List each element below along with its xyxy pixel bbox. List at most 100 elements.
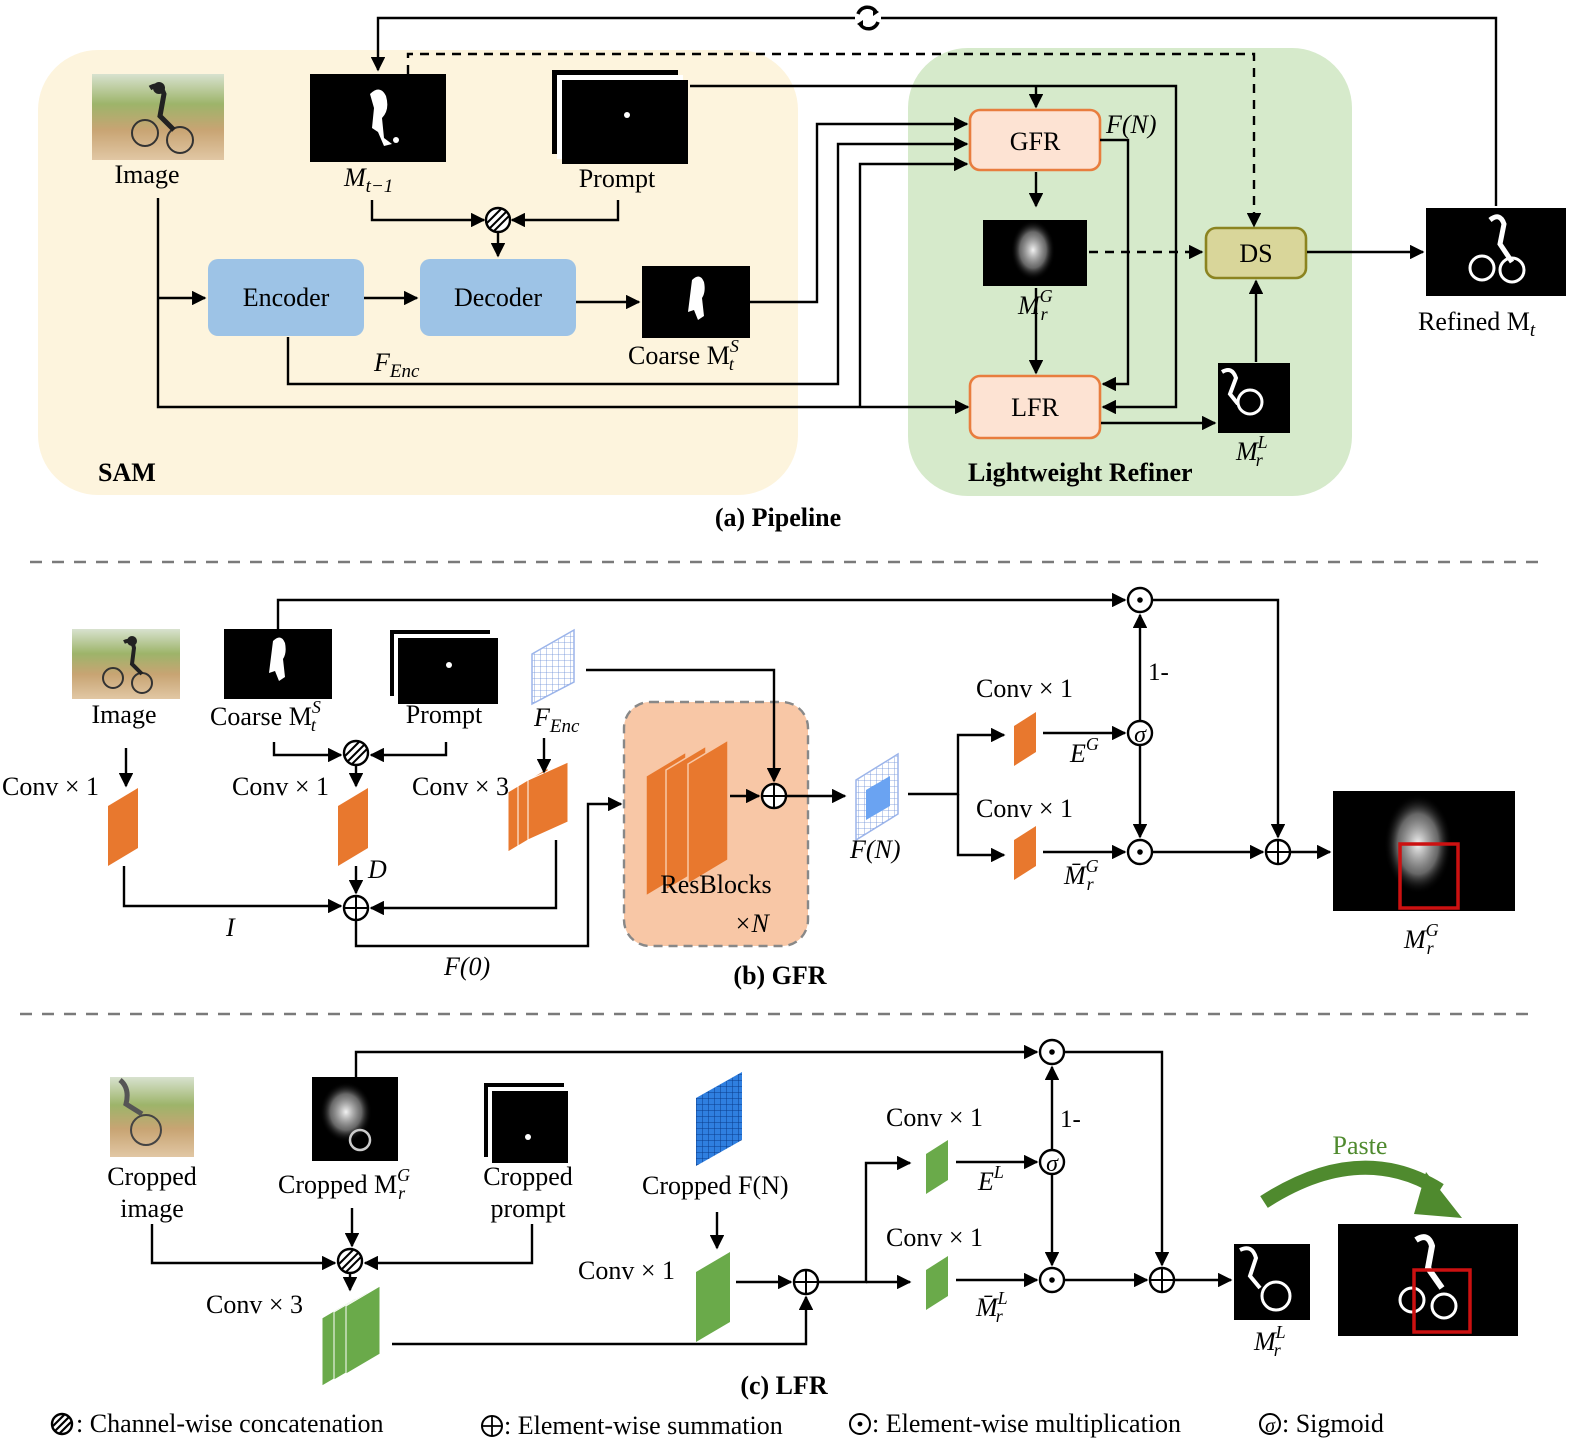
gfr-fn-label: F(N) (849, 835, 901, 864)
gfr-f0-label: F(0) (443, 952, 490, 981)
refined-mask-thumbnail (1426, 208, 1566, 296)
gfr-eg-label: EG (1069, 734, 1099, 768)
lfr-cropped-image-line2: image (120, 1194, 184, 1223)
gfr-conv1b-label: Conv × 1 (232, 772, 329, 801)
decoder-block (420, 259, 576, 336)
svg-text:σ: σ (1046, 1151, 1059, 1177)
gfr-image-label: Image (92, 700, 157, 729)
legend-sum-text: : Element-wise summation (504, 1411, 783, 1439)
gfr-conv1-label: Conv × 1 (2, 772, 99, 801)
resblocks-label: ResBlocks (660, 870, 771, 899)
lfr-cropped-image-thumbnail (110, 1077, 194, 1157)
pipeline-image-label: Image (115, 160, 180, 189)
lfr-conv-top-label: Conv × 1 (886, 1103, 983, 1132)
svg-text:σ: σ (1265, 1415, 1276, 1437)
lfr-final-mask-thumbnail (1338, 1224, 1518, 1336)
lfr-conv1-label: Conv × 1 (578, 1256, 675, 1285)
gfr-coarse-mask-thumbnail (224, 629, 332, 699)
gfr-fn-grid-icon (855, 752, 899, 842)
gfr-mult-icon-bot (1126, 838, 1154, 866)
gfr-highlight-box (1398, 842, 1460, 910)
legend-concat-icon (50, 1412, 74, 1436)
previous-mask-thumbnail (310, 74, 446, 162)
lfr-caption: (c) LFR (740, 1371, 828, 1400)
lfr-mult-icon-top (1038, 1038, 1066, 1066)
legend-concat-text: : Channel-wise concatenation (76, 1409, 384, 1438)
lfr-sum-icon-2 (1148, 1266, 1176, 1294)
gfr-i-label: I (225, 913, 236, 942)
lfr-output-mask-thumbnail (1234, 1244, 1310, 1320)
pipeline-section: Image Mt−1 Prompt Encoder Decoder (38, 5, 1566, 532)
fenc-label: FEnc (373, 348, 420, 382)
gfr-connectors (118, 592, 1332, 948)
refiner-label: Lightweight Refiner (968, 458, 1193, 487)
lfr-cropped-prompt-line1: Cropped (483, 1162, 573, 1191)
gfr-conv3-label: Conv × 3 (412, 772, 509, 801)
lfr-conv3-block (321, 1285, 381, 1387)
global-refined-mask-thumbnail (983, 220, 1087, 286)
decoder-label: Decoder (454, 283, 542, 312)
gfr-sum-icon-1 (342, 894, 370, 922)
lfr-cropped-prompt-thumbnail (484, 1083, 568, 1163)
gfr-prompt-thumbnail (390, 630, 498, 704)
gfr-conv-bot-label: Conv × 1 (976, 794, 1073, 823)
paste-label: Paste (1333, 1131, 1388, 1160)
gfr-fenc-grid-icon (531, 628, 575, 706)
legend-sigmoid-text: : Sigmoid (1282, 1409, 1384, 1438)
coarse-mask-thumbnail (642, 266, 750, 338)
gfr-sum-icon-2 (760, 782, 788, 810)
concat-symbol-icon (484, 206, 512, 234)
ds-block (1204, 226, 1308, 280)
legend-sigmoid-icon: σ (1259, 1413, 1281, 1437)
pipeline-connectors (156, 16, 1498, 431)
resblock-stack (645, 738, 729, 898)
lfr-conv3-label: Conv × 3 (206, 1290, 303, 1319)
lfr-conv1-block (696, 1252, 730, 1342)
encoder-label: Encoder (243, 283, 330, 312)
gfr-conv-top-label: Conv × 1 (976, 674, 1073, 703)
lfr-conv-top-block (926, 1140, 948, 1194)
svg-text:σ: σ (1134, 722, 1147, 748)
gfr-image-thumbnail (72, 629, 180, 699)
lfr-conv-bot-block (926, 1256, 948, 1310)
previous-mask-label: Mt−1 (343, 163, 393, 197)
sam-label: SAM (98, 458, 156, 487)
pipeline-caption: (a) Pipeline (715, 503, 841, 532)
lfr-mult-icon-bot (1038, 1266, 1066, 1294)
paste-arrow-icon (1260, 1160, 1462, 1218)
input-image-thumbnail (92, 74, 224, 160)
lfr-one-minus-label: 1- (1060, 1106, 1081, 1133)
encoder-block (208, 259, 364, 336)
pipeline-prompt-label: Prompt (579, 164, 656, 193)
gfr-mult-icon-top (1126, 586, 1154, 614)
fn-label: F(N) (1105, 110, 1157, 139)
gfr-output-mask-thumbnail (1333, 791, 1515, 911)
gfr-caption: (b) GFR (733, 961, 826, 990)
legend: : Channel-wise concatenation : Element-w… (50, 1409, 1384, 1439)
lfr-label: LFR (1011, 393, 1059, 422)
gfr-conv1b-block (338, 788, 368, 866)
gfr-conv-bot-block (1014, 826, 1036, 880)
lfr-cropped-fn-grid-icon (696, 1072, 742, 1166)
legend-mult-text: : Element-wise multiplication (872, 1409, 1181, 1438)
refined-mask-label: Refined Mt (1418, 307, 1536, 341)
lfr-el-label: EL (977, 1162, 1004, 1196)
local-refined-mask-thumbnail (1218, 363, 1290, 433)
lfr-cropped-mrg-thumbnail (312, 1077, 398, 1161)
gfr-concat-icon (342, 739, 370, 767)
gfr-d-label: D (367, 855, 387, 884)
legend-sum-icon (481, 1415, 503, 1437)
lfr-sum-icon-1 (792, 1268, 820, 1296)
prompt-thumbnail (552, 70, 688, 164)
lfr-highlight-box (1412, 1268, 1472, 1334)
gfr-one-minus-label: 1- (1148, 659, 1169, 686)
